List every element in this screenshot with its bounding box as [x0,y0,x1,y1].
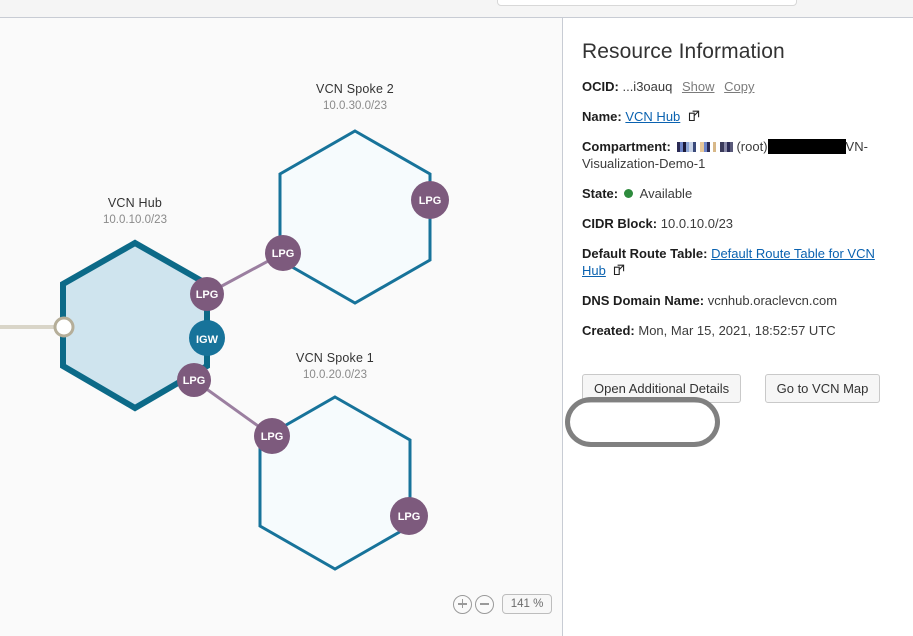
lpg-label: LPG [261,431,284,443]
default-route-table-link[interactable]: Default Route Table for VCN Hub [582,246,875,278]
compartment-obfuscated-prefix [677,142,734,152]
zoom-in-icon[interactable] [453,594,472,614]
open-additional-details-button[interactable]: Open Additional Details [582,374,742,403]
field-dns-domain-name: DNS Domain Name: vcnhub.oraclevcn.com [582,292,899,309]
lpg-node-spoke1-right[interactable] [390,497,428,535]
vcn-topology-canvas[interactable]: LPG IGW LPG LPG LPG LPG LPG VCN Hub 10.0… [0,18,562,636]
field-created: Created: Mon, Mar 15, 2021, 18:52:57 UTC [582,322,899,339]
field-label-cidr-block: CIDR Block: [582,216,658,231]
field-value-cidr-block: 10.0.10.0/23 [660,216,734,231]
vcn-hub-link[interactable]: VCN Hub [625,109,681,124]
field-label-name: Name: [582,109,622,124]
ocid-copy-link[interactable]: Copy [724,79,755,94]
endpoint-circle-icon[interactable] [53,316,75,338]
node-cidr-vcn-hub: 10.0.10.0/23 [103,214,167,226]
lpg-node-hub-upper[interactable] [190,277,224,311]
field-value-dns-domain-name: vcnhub.oraclevcn.com [707,293,838,308]
field-value-created: Mon, Mar 15, 2021, 18:52:57 UTC [638,323,836,338]
lpg-label: LPG [419,195,442,207]
top-strip [0,0,913,18]
lpg-node-spoke2-left[interactable] [265,235,301,271]
lpg-node-hub-lower[interactable] [177,363,211,397]
igw-node-hub[interactable] [189,320,225,356]
field-label-created: Created: [582,323,635,338]
node-cidr-vcn-spoke-1: 10.0.20.0/23 [303,369,367,381]
zoom-controls: 141 % [453,594,552,614]
hexagon-vcn-spoke-2[interactable] [278,129,432,305]
status-dot-icon [623,189,633,198]
status-badge: Available [639,186,693,201]
topology-graph: LPG IGW LPG LPG LPG LPG LPG [0,129,449,571]
lpg-node-spoke2-right[interactable] [411,181,449,219]
node-title-vcn-spoke-1: VCN Spoke 1 [296,351,374,365]
page-title: Resource Information [582,40,785,63]
field-compartment: Compartment: (root)VN-Visualization-Demo… [582,138,899,172]
field-label-dns-domain-name: DNS Domain Name: [582,293,705,308]
gateway-labels: LPG IGW LPG LPG LPG LPG LPG [183,195,442,523]
compartment-value-tail: VN-Visualization-Demo-1 [582,139,868,171]
field-state: State: Available [582,185,899,202]
field-label-compartment: Compartment: [582,139,671,154]
field-cidr-block: CIDR Block: 10.0.10.0/23 [582,215,899,232]
search-input[interactable] [497,0,797,6]
lpg-label: LPG [272,248,295,260]
panel-divider [562,18,563,636]
lpg-label: LPG [183,375,206,387]
resource-information-panel: Resource Information OCID: ...i3oauq Sho… [563,18,913,636]
lpg-node-spoke1-left[interactable] [254,418,290,454]
field-ocid: OCID: ...i3oauq Show Copy [582,78,899,95]
field-value-ocid: ...i3oauq [622,79,673,94]
zoom-level-value[interactable]: 141 % [502,594,552,614]
lpg-label: LPG [398,511,421,523]
node-title-vcn-spoke-2: VCN Spoke 2 [316,82,394,96]
go-to-vcn-map-button[interactable]: Go to VCN Map [764,374,881,403]
node-title-vcn-hub: VCN Hub [107,196,163,210]
zoom-out-icon[interactable] [475,594,494,614]
external-link-icon[interactable] [613,263,625,276]
field-default-route-table: Default Route Table: Default Route Table… [582,245,899,279]
gateway-nodes [177,181,449,535]
compartment-root-text: (root) [736,139,768,154]
igw-label: IGW [196,334,219,346]
lpg-label: LPG [196,289,219,301]
field-label-default-route-table: Default Route Table: [582,246,708,261]
node-cidr-vcn-spoke-2: 10.0.30.0/23 [323,100,387,112]
field-label-ocid: OCID: [582,79,619,94]
field-name: Name: VCN Hub [582,108,899,125]
compartment-redaction-bar [767,139,846,154]
ocid-show-link[interactable]: Show [681,79,715,94]
external-link-icon[interactable] [688,109,700,122]
field-label-state: State: [582,186,619,201]
